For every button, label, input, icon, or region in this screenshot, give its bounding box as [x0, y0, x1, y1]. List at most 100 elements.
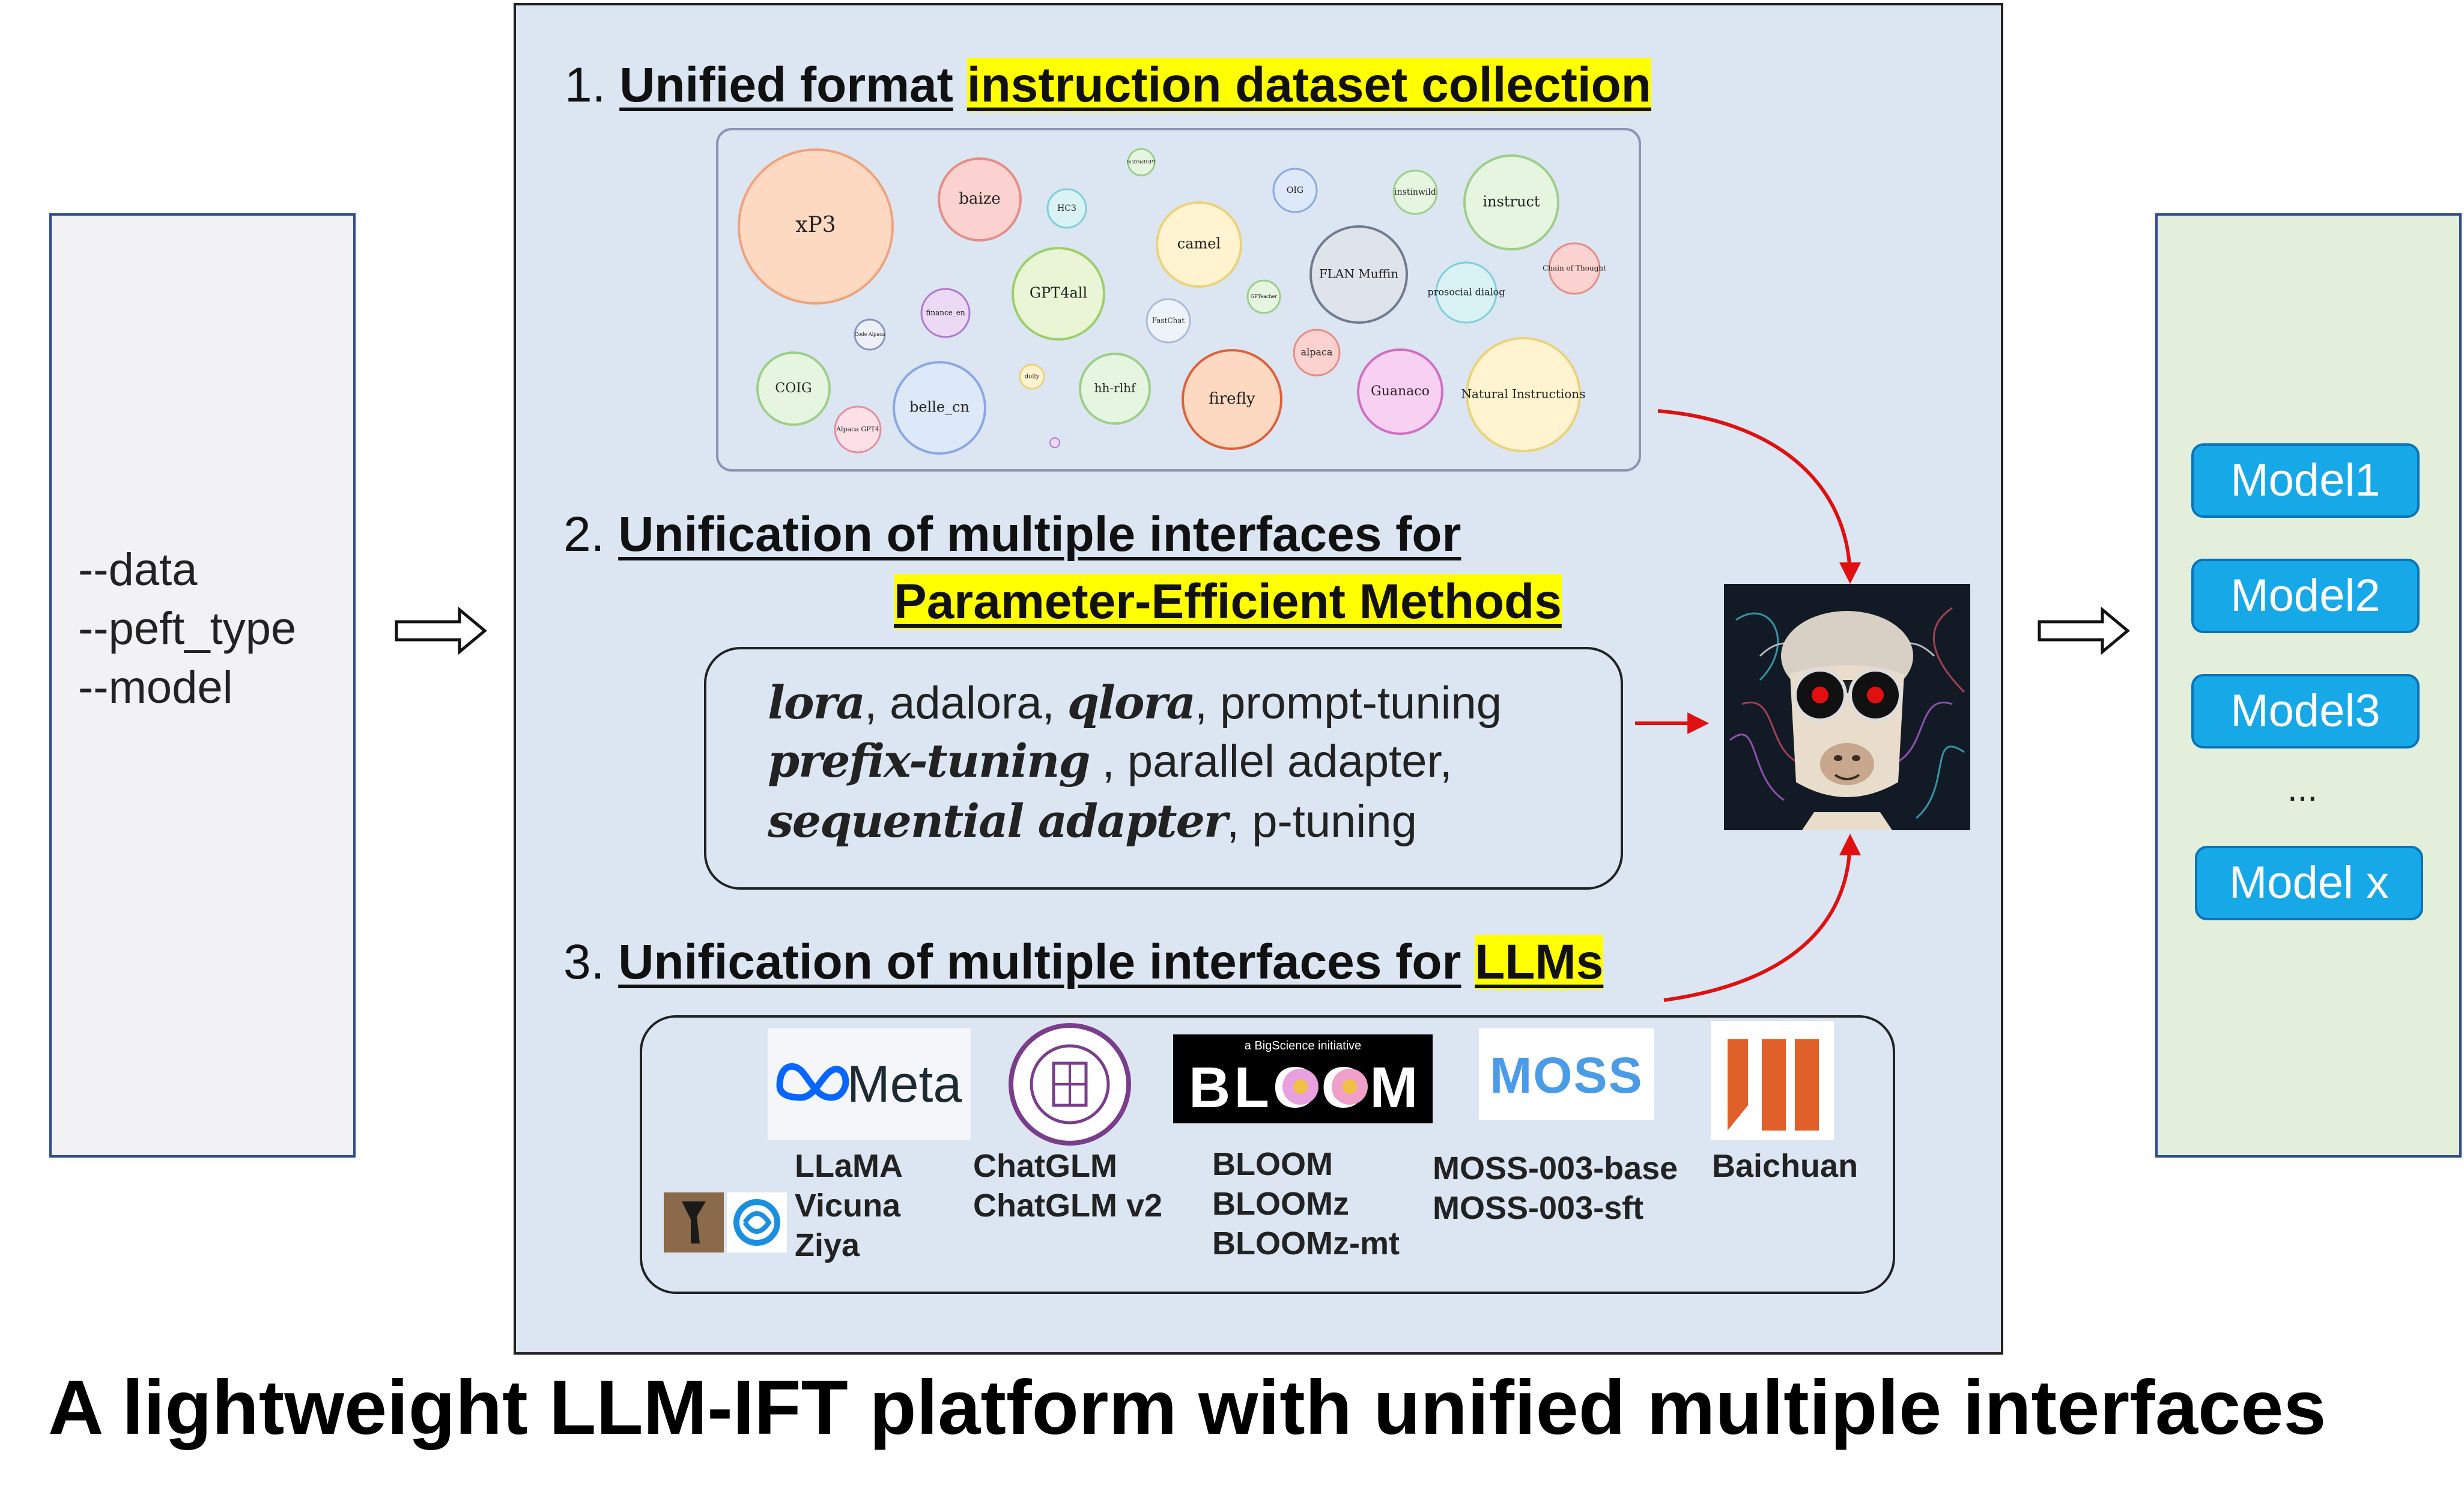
svg-text:baize: baize: [959, 190, 1001, 208]
peft-line-2: prefix-tuning , parallel adapter,: [768, 734, 1452, 788]
bubble-baize: baize: [938, 157, 1022, 241]
bloom-models: BLOOM BLOOMz BLOOMz-mt: [1212, 1146, 1400, 1262]
bubble-firefly: firefly: [1182, 349, 1282, 450]
arg-peft-type: --peft_type: [78, 603, 297, 654]
svg-text:Alpaca GPT4: Alpaca GPT4: [836, 425, 879, 433]
method-sequential-adapter: sequential adapter: [768, 794, 1228, 848]
tsinghua-logo: [1007, 1021, 1133, 1147]
section3-title: 3. Unification of multiple interfaces fo…: [563, 934, 1604, 991]
baichuan-logo-icon: [1728, 1039, 1819, 1131]
meta-logo-text: Meta: [847, 1055, 962, 1113]
llm-logos-box: [640, 1015, 1895, 1294]
method-qlora: qlora: [1067, 676, 1196, 729]
llama-mascot-image: [1724, 584, 1970, 830]
bubble-alpaca: alpaca: [1293, 329, 1341, 377]
svg-text:finance_en: finance_en: [926, 309, 965, 317]
bloom-logo: a BigScience initiative BLOOM: [1173, 1034, 1433, 1123]
method-text: , parallel adapter,: [1089, 736, 1452, 787]
method-text: , prompt-tuning: [1194, 678, 1502, 729]
bubble-dolly: dolly: [1019, 363, 1045, 390]
svg-text:GPTeacher: GPTeacher: [1251, 294, 1277, 299]
meta-infinity-icon: [776, 1063, 849, 1101]
svg-text:COIG: COIG: [775, 381, 812, 396]
svg-text:camel: camel: [1177, 235, 1221, 252]
input-args-panel: [49, 213, 356, 1158]
svg-text:hh-rlhf: hh-rlhf: [1094, 381, 1136, 395]
svg-text:GPT4all: GPT4all: [1030, 285, 1087, 302]
svg-text:FLAN Muffin: FLAN Muffin: [1319, 267, 1398, 281]
svg-text:instinwild: instinwild: [1394, 187, 1436, 197]
bubble-alpaca-gpt4: Alpaca GPT4: [834, 405, 882, 454]
section1-title-highlight: instruction dataset collection: [966, 58, 1651, 112]
section2-title-highlight: Parameter-Efficient Methods: [894, 574, 1562, 629]
meta-models: LLaMA Vicuna Ziya: [795, 1148, 903, 1263]
ziya-logo-icon: [664, 1192, 724, 1252]
model-ellipsis: ...: [2287, 768, 2318, 809]
section3-title-text: Unification of multiple interfaces for: [618, 935, 1461, 989]
method-text: , adalora,: [864, 678, 1067, 729]
peft-methods-box: [704, 647, 1623, 890]
meta-logo: Meta: [768, 1028, 971, 1140]
svg-text:FastChat: FastChat: [1152, 317, 1185, 325]
dataset-bubble-box: xP3 baize HC3 InstructGPT camel OIG inst…: [716, 128, 1641, 472]
vicuna-logo-icon: [727, 1192, 787, 1252]
hollow-arrow-right-icon: [395, 607, 487, 655]
section1-title-text: Unified format: [619, 58, 953, 112]
bubble-chain-of-thought: Chain of Thought: [1543, 242, 1606, 295]
bubble-unlabeled: [1049, 437, 1060, 448]
method-lora: lora: [768, 676, 866, 729]
moss-logo-text: MOSS: [1490, 1047, 1643, 1104]
model-button-2[interactable]: Model2: [2191, 559, 2420, 633]
svg-text:prosocial dialog: prosocial dialog: [1427, 287, 1505, 298]
svg-text:xP3: xP3: [795, 213, 836, 237]
bubble-Guanaco: Guanaco: [1357, 348, 1443, 435]
input-args-list: --data--peft_type--model: [78, 541, 296, 717]
model-button-x[interactable]: Model x: [2195, 846, 2423, 920]
peft-line-3: sequential adapter, p-tuning: [768, 794, 1417, 848]
bubble-prosocial-dialog: prosocial dialog: [1427, 261, 1505, 324]
bubble-HC3: HC3: [1046, 188, 1087, 229]
bubble-camel: camel: [1156, 201, 1242, 288]
section2-title-text: Unification of multiple interfaces for: [618, 507, 1461, 562]
bloom-flowers-icon: [1282, 1069, 1368, 1105]
svg-text:instruct: instruct: [1482, 193, 1540, 210]
bubble-OIG: OIG: [1272, 168, 1318, 213]
svg-text:OIG: OIG: [1287, 186, 1303, 195]
section2-number: 2.: [563, 507, 605, 562]
svg-text:Code Alpaca: Code Alpaca: [855, 332, 885, 337]
figure-caption: A lightweight LLM-IFT platform with unif…: [48, 1365, 2326, 1451]
tsinghua-models: ChatGLM ChatGLM v2: [973, 1148, 1163, 1224]
section2-title-line2: Parameter-Efficient Methods: [894, 574, 1562, 630]
bubble-GPT4all: GPT4all: [1012, 247, 1105, 341]
bubble-instinwild: instinwild: [1392, 169, 1438, 215]
peft-line-1: lora, adalora, qlora, prompt-tuning: [768, 676, 1502, 729]
section2-title-line1: 2. Unification of multiple interfaces fo…: [563, 506, 1461, 563]
moss-logo: MOSS: [1479, 1028, 1654, 1120]
model-button-1[interactable]: Model1: [2191, 443, 2420, 518]
baichuan-models: Baichuan: [1712, 1148, 1859, 1184]
section3-number: 3.: [563, 935, 605, 989]
svg-text:Natural Instructions: Natural Instructions: [1461, 387, 1586, 401]
hollow-arrow-right-icon: [2038, 607, 2130, 655]
bubble-instructgpt: InstructGPT: [1126, 148, 1156, 177]
svg-text:HC3: HC3: [1057, 204, 1076, 213]
arg-model: --model: [78, 662, 233, 713]
svg-text:firefly: firefly: [1209, 390, 1255, 408]
svg-text:Guanaco: Guanaco: [1371, 384, 1430, 399]
baichuan-logo: [1711, 1021, 1834, 1140]
tsinghua-seal-icon: [1009, 1023, 1131, 1146]
bubble-FLAN-Muffin: FLAN Muffin: [1309, 225, 1408, 324]
svg-text:Chain of Thought: Chain of Thought: [1543, 264, 1606, 273]
bubble-xP3: xP3: [738, 148, 894, 305]
model-button-3[interactable]: Model3: [2191, 674, 2420, 748]
bubble-FastChat: FastChat: [1146, 298, 1191, 344]
moss-models: MOSS-003-base MOSS-003-sft: [1433, 1150, 1678, 1226]
bubble-GPTeacher: GPTeacher: [1246, 279, 1281, 314]
svg-text:dolly: dolly: [1025, 374, 1040, 380]
section3-title-highlight: LLMs: [1475, 935, 1604, 989]
bubble-code-alpaca: Code Alpaca: [854, 318, 886, 351]
method-prefix-tuning: prefix-tuning: [768, 734, 1091, 788]
bubble-finance-en: finance_en: [920, 288, 971, 338]
svg-text:belle_cn: belle_cn: [909, 399, 970, 416]
llama-illustration: [1724, 584, 1970, 830]
